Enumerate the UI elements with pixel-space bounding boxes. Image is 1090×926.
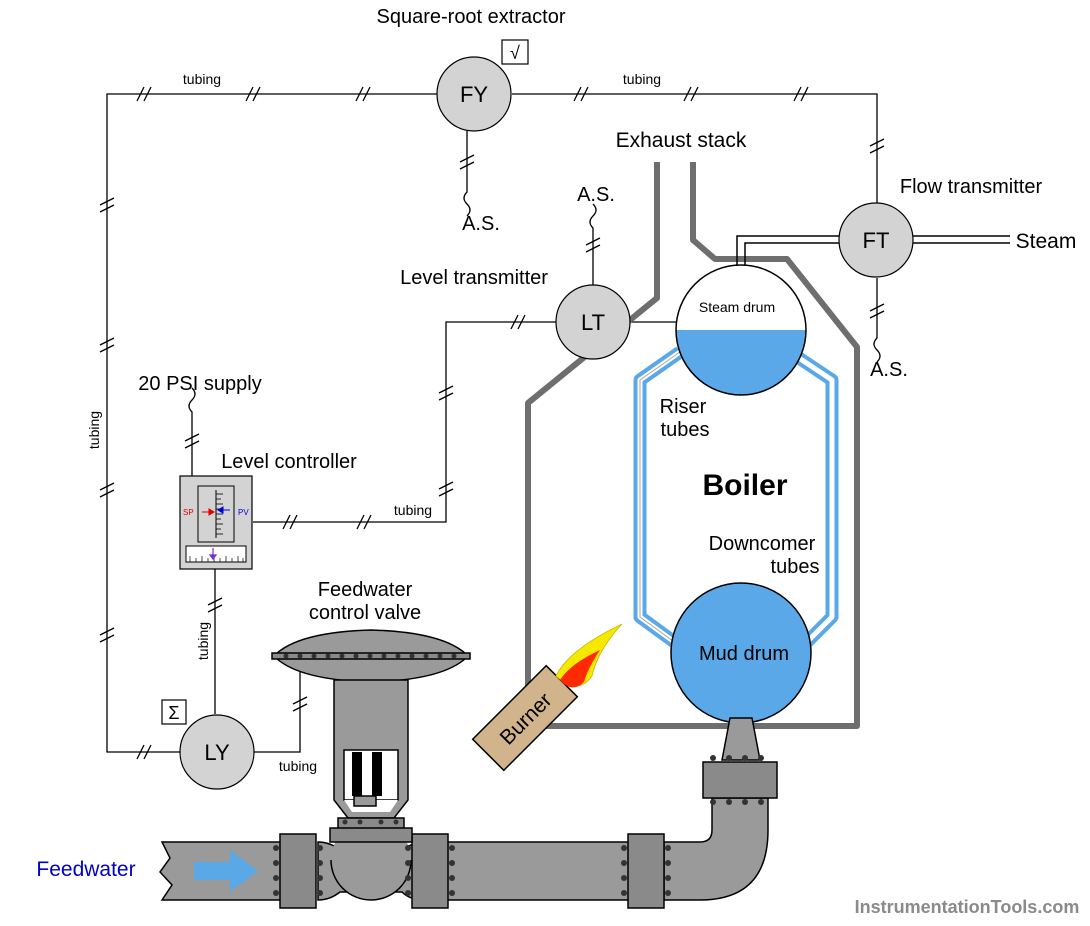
mud-drum-label: Mud drum bbox=[699, 643, 789, 665]
svg-text:Σ: Σ bbox=[168, 703, 179, 723]
riser-tubes-label-line1: Riser bbox=[660, 396, 707, 418]
steam-drum-label: Steam drum bbox=[699, 299, 775, 315]
diaphragm-lower bbox=[274, 657, 468, 683]
signal-lines bbox=[106, 93, 881, 753]
burner: Burner bbox=[471, 623, 623, 772]
control-valve-actuator bbox=[271, 629, 471, 843]
pv-label: PV bbox=[238, 508, 249, 517]
pipe-elbow bbox=[663, 797, 769, 901]
air-supply-lt-label: A.S. bbox=[577, 184, 615, 206]
instrument-ft: FT bbox=[838, 202, 914, 278]
feedwater-valve-label-line1: Feedwater bbox=[318, 579, 413, 601]
supply-lt bbox=[589, 203, 597, 286]
tubing-label-lc: tubing bbox=[394, 502, 432, 518]
downcomer-tube-inner bbox=[788, 349, 835, 654]
svg-text:FT: FT bbox=[863, 228, 890, 253]
tubing-label-top-left: tubing bbox=[183, 71, 221, 87]
riser-tubes-label-line2: tubes bbox=[661, 419, 710, 441]
sum-function-box: Σ bbox=[161, 699, 187, 725]
psi-supply-label: 20 PSI supply bbox=[138, 373, 261, 395]
level-controller: SP PV bbox=[179, 475, 253, 570]
diaphragm-upper bbox=[274, 629, 468, 655]
svg-text:LY: LY bbox=[204, 740, 230, 765]
steam-drum bbox=[675, 264, 807, 396]
actuator-bolts bbox=[283, 653, 457, 825]
air-supply-fy-label: A.S. bbox=[462, 213, 500, 235]
tubing-lt-lc bbox=[253, 321, 556, 523]
flame-inner bbox=[560, 650, 600, 688]
watermark: InstrumentationTools.com bbox=[855, 897, 1080, 917]
downcomer-tubes-label-line2: tubes bbox=[771, 556, 820, 578]
tubing-ly-valve bbox=[253, 670, 301, 753]
process-variable-arrow-icon bbox=[217, 506, 230, 514]
tubing-hash-marks bbox=[99, 86, 885, 760]
steam-label: Steam bbox=[1016, 230, 1077, 253]
flange-bolts bbox=[273, 755, 764, 896]
supply-ft bbox=[873, 278, 881, 363]
supply-fy bbox=[463, 131, 471, 217]
flow-transmitter-label: Flow transmitter bbox=[900, 176, 1043, 198]
air-supply-ft-label: A.S. bbox=[870, 359, 908, 381]
text-labels: Square-root extractor Exhaust stack Flow… bbox=[36, 6, 1079, 917]
sp-label: SP bbox=[183, 508, 194, 517]
feedwater-label: Feedwater bbox=[36, 858, 135, 881]
square-root-extractor-label: Square-root extractor bbox=[377, 6, 566, 28]
mud-drum-nozzle bbox=[721, 717, 761, 761]
feedwater-valve-label-line2: control valve bbox=[309, 602, 421, 624]
instrument-ly: LY bbox=[179, 714, 255, 790]
tubing-label-top-right: tubing bbox=[623, 71, 661, 87]
feedwater-flow-arrow bbox=[194, 850, 258, 892]
tubing-fy-ly bbox=[106, 93, 437, 753]
pipe-mid bbox=[435, 841, 637, 901]
output-pointer-icon bbox=[208, 548, 218, 560]
tubing-label-ly: tubing bbox=[279, 758, 317, 774]
svg-text:√: √ bbox=[510, 43, 520, 63]
tubing-label-lc-ly: tubing bbox=[195, 622, 211, 660]
setpoint-arrow-icon bbox=[202, 508, 215, 516]
tubing-fy-ft bbox=[512, 93, 878, 203]
tubing-label-left-vertical: tubing bbox=[86, 411, 102, 449]
svg-text:FY: FY bbox=[460, 82, 488, 107]
level-controller-label: Level controller bbox=[221, 451, 357, 473]
level-transmitter-label: Level transmitter bbox=[400, 267, 548, 289]
svg-text:LT: LT bbox=[581, 310, 605, 335]
downcomer-tubes-label-line1: Downcomer bbox=[709, 533, 816, 555]
sqrt-function-box: √ bbox=[501, 39, 529, 65]
instrument-fy: FY bbox=[436, 56, 512, 132]
boiler-tubes bbox=[633, 346, 839, 658]
exhaust-stack-label: Exhaust stack bbox=[616, 129, 747, 152]
instrument-lt: LT bbox=[555, 284, 631, 360]
supply-lc bbox=[188, 387, 196, 476]
steam-line bbox=[736, 235, 1010, 266]
riser-tube-inner bbox=[637, 349, 690, 655]
downcomer-tube bbox=[786, 346, 839, 657]
pipe-flanges bbox=[279, 761, 778, 909]
boiler-label: Boiler bbox=[702, 469, 787, 502]
